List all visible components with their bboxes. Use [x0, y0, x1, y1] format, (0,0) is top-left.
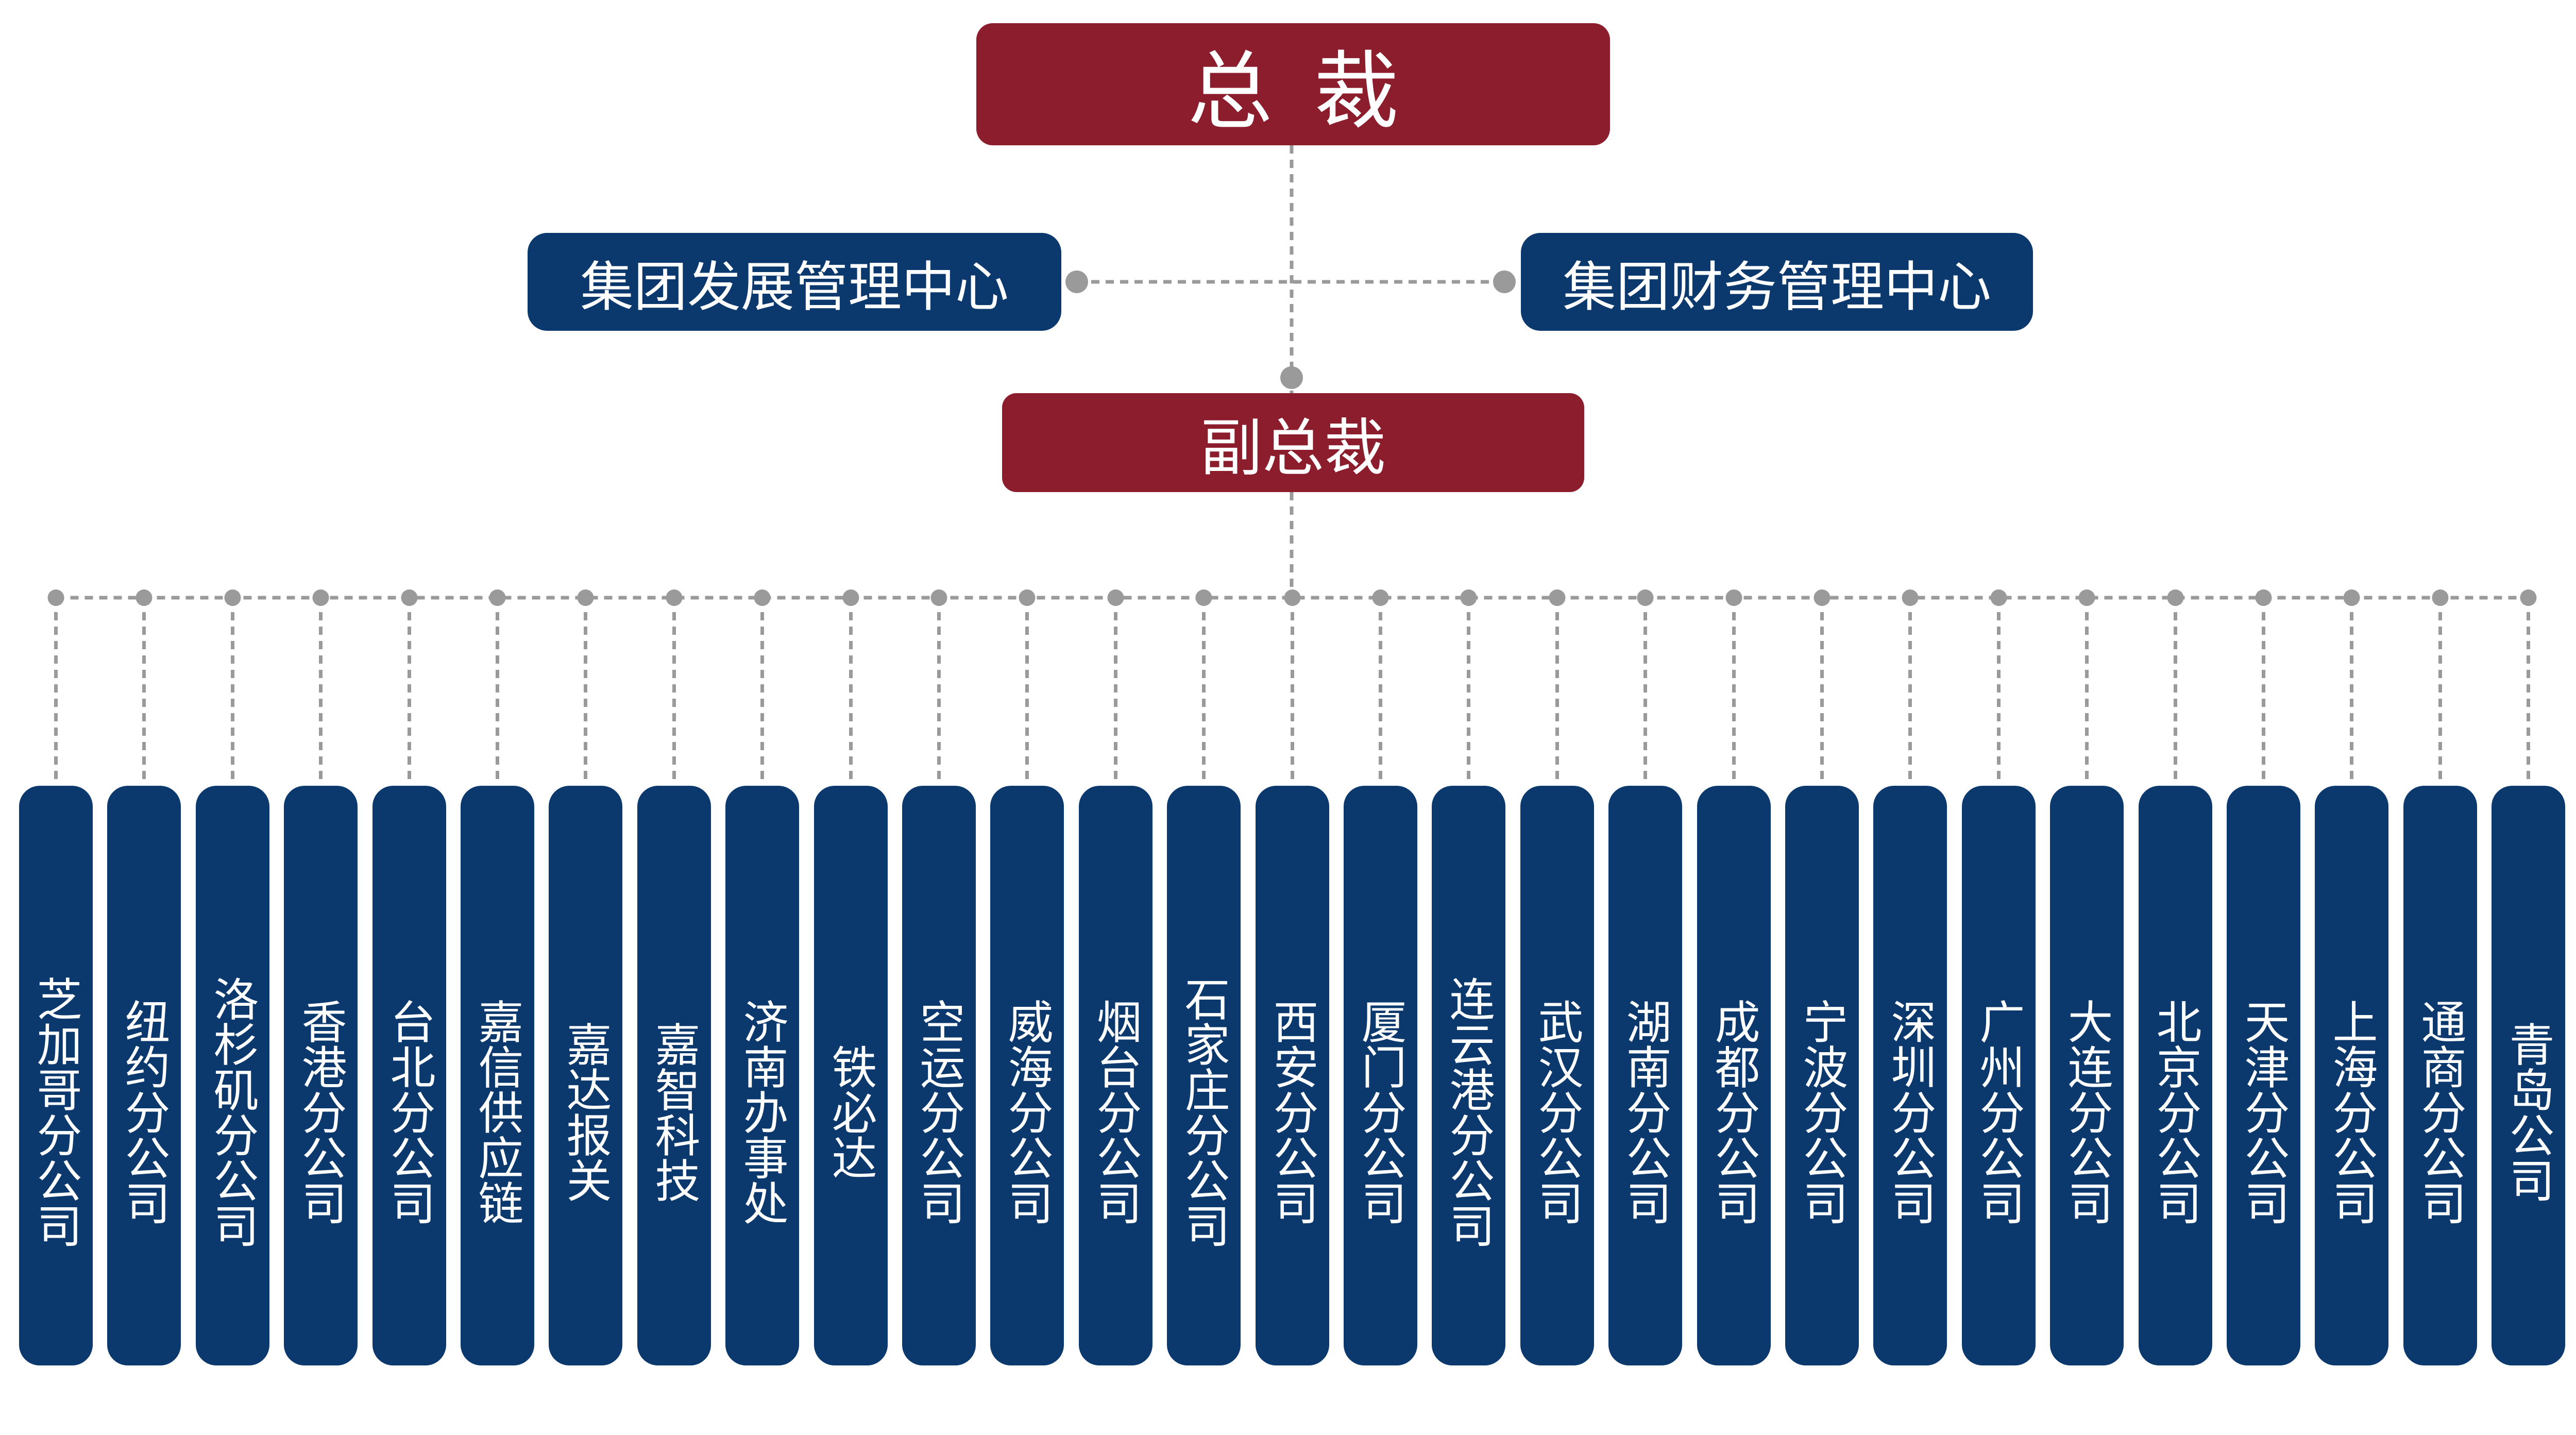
branch-box: 嘉智科技: [637, 786, 711, 1365]
branch-label: 芝加哥分公司: [29, 975, 82, 1248]
branch-box: 宁波分公司: [1785, 786, 1859, 1365]
branch-box: 空运分公司: [902, 786, 976, 1365]
branch-label: 石家庄分公司: [1177, 975, 1230, 1248]
branch-box: 铁必达: [814, 786, 888, 1365]
branch-box: 洛杉矶分公司: [196, 786, 269, 1365]
branch-label: 西安分公司: [1266, 998, 1319, 1225]
branch-box: 嘉达报关: [549, 786, 622, 1365]
branch-box: 青岛公司: [2492, 786, 2565, 1365]
branch-box: 烟台分公司: [1079, 786, 1153, 1365]
branch-box: 连云港分公司: [1432, 786, 1505, 1365]
branch-box: 深圳分公司: [1873, 786, 1947, 1365]
branch-box: 香港分公司: [284, 786, 358, 1365]
vice-president-label: 副总裁: [1200, 413, 1386, 484]
finance-center-box: 集团财务管理中心: [1521, 233, 2033, 331]
vice-president-box: 副总裁: [1002, 393, 1584, 492]
branch-box: 西安分公司: [1256, 786, 1329, 1365]
branch-label: 青岛公司: [2502, 1021, 2555, 1203]
branch-label: 大连分公司: [2060, 998, 2113, 1225]
branch-box: 嘉信供应链: [461, 786, 534, 1365]
branch-box: 纽约分公司: [107, 786, 181, 1365]
branch-box: 成都分公司: [1697, 786, 1771, 1365]
branch-label: 空运分公司: [912, 998, 965, 1225]
branch-box: 厦门分公司: [1344, 786, 1417, 1365]
branch-label: 上海分公司: [2325, 998, 2378, 1225]
branch-label: 纽约分公司: [117, 998, 171, 1225]
branch-label: 天津分公司: [2237, 998, 2290, 1225]
branch-label: 北京分公司: [2149, 998, 2202, 1225]
branch-box: 通商分公司: [2403, 786, 2477, 1365]
finance-center-label: 集团财务管理中心: [1562, 255, 1991, 318]
branch-label: 武汉分公司: [1531, 998, 1584, 1225]
branch-box: 大连分公司: [2050, 786, 2124, 1365]
branch-box: 济南办事处: [725, 786, 799, 1365]
branch-label: 广州分公司: [1972, 998, 2025, 1225]
branch-box: 武汉分公司: [1520, 786, 1594, 1365]
branch-label: 嘉达报关: [559, 1021, 612, 1203]
branch-box: 芝加哥分公司: [19, 786, 93, 1365]
branch-box: 石家庄分公司: [1167, 786, 1241, 1365]
branch-box: 台北分公司: [372, 786, 446, 1365]
branch-box: 天津分公司: [2227, 786, 2300, 1365]
branch-box: 广州分公司: [1962, 786, 2036, 1365]
branch-label: 湖南分公司: [1619, 998, 1672, 1225]
branch-label: 成都分公司: [1707, 998, 1760, 1225]
branch-label: 香港分公司: [294, 998, 347, 1225]
branch-label: 台北分公司: [383, 998, 436, 1225]
branch-box: 上海分公司: [2315, 786, 2388, 1365]
branch-label: 烟台分公司: [1089, 998, 1142, 1225]
development-center-box: 集团发展管理中心: [528, 233, 1061, 331]
branch-box: 威海分公司: [990, 786, 1064, 1365]
branch-label: 宁波分公司: [1795, 998, 1849, 1225]
branch-box: 北京分公司: [2139, 786, 2212, 1365]
branch-label: 嘉智科技: [648, 1021, 701, 1203]
branch-label: 厦门分公司: [1354, 998, 1407, 1225]
branch-label: 济南办事处: [736, 998, 789, 1225]
branch-label: 嘉信供应链: [471, 998, 524, 1225]
president-label: 总裁: [1188, 42, 1440, 141]
branch-label: 洛杉矶分公司: [206, 975, 259, 1248]
branch-label: 通商分公司: [2414, 998, 2467, 1225]
president-box: 总裁: [976, 23, 1610, 145]
branch-label: 深圳分公司: [1884, 998, 1937, 1225]
branch-label: 铁必达: [824, 1043, 877, 1180]
branch-label: 威海分公司: [1001, 998, 1054, 1225]
development-center-label: 集团发展管理中心: [580, 255, 1009, 318]
branch-label: 连云港分公司: [1442, 975, 1495, 1248]
branch-box: 湖南分公司: [1608, 786, 1682, 1365]
